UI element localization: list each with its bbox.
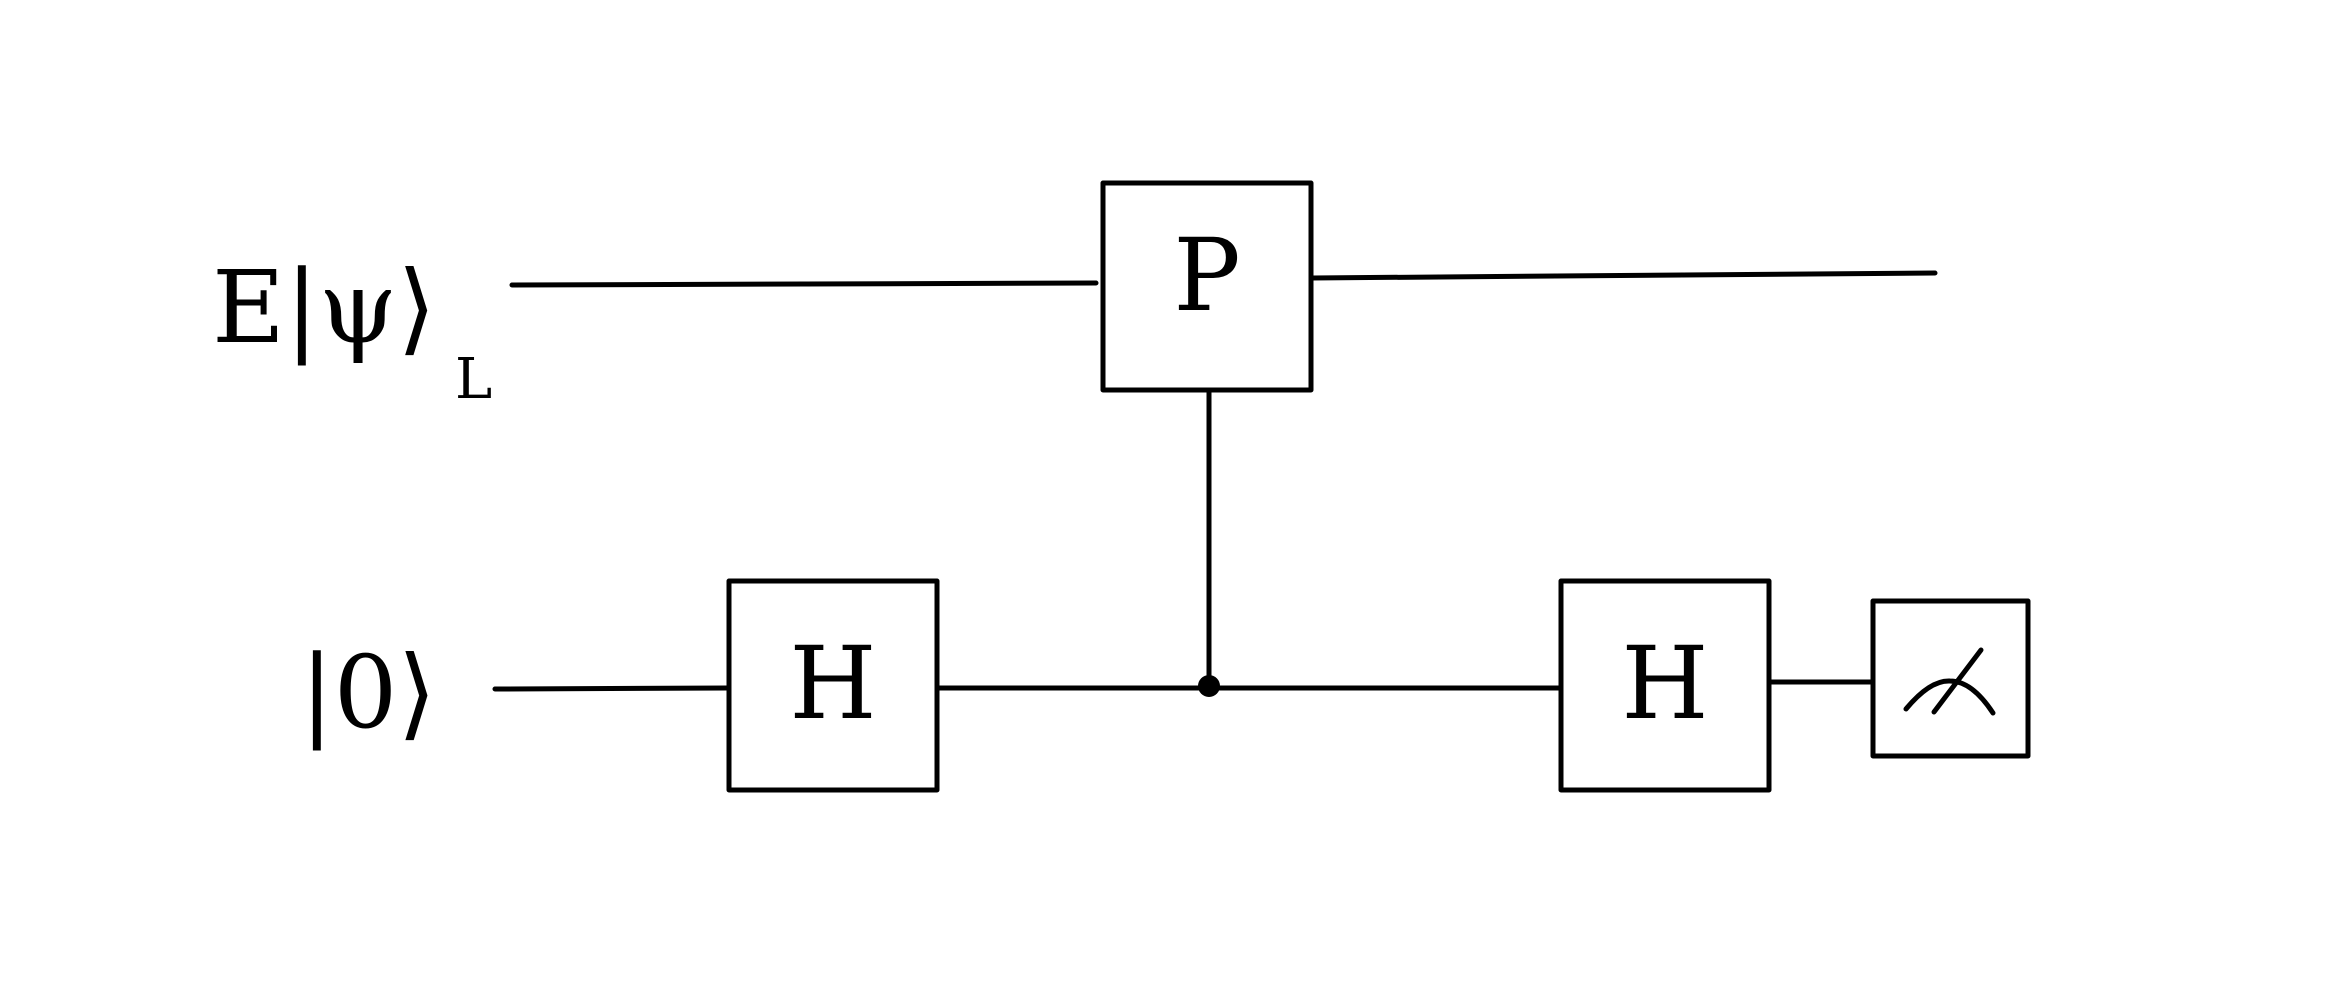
h-gate-2-label: H	[1621, 625, 1708, 742]
p-gate-label: P	[1173, 217, 1240, 334]
bottom-qubit-label: |0⟩	[300, 634, 436, 751]
h-gate-1-label: H	[789, 625, 876, 742]
ancilla-wire-segment-1	[492, 685, 731, 692]
top-qubit-state: E|ψ⟩	[212, 249, 436, 366]
p-gate: P	[1100, 180, 1314, 393]
qubit-wire-top-right	[1309, 270, 1938, 281]
qubit-wire-top-left	[509, 280, 1099, 288]
h-gate-2: H	[1558, 578, 1772, 793]
meter-icon	[1903, 647, 1996, 716]
h-gate-1: H	[726, 578, 940, 793]
measurement-box	[1870, 598, 2031, 759]
top-qubit-label: E|ψ⟩ L	[212, 249, 492, 412]
control-dot	[1198, 675, 1220, 697]
top-qubit-subscript: L	[455, 347, 492, 412]
